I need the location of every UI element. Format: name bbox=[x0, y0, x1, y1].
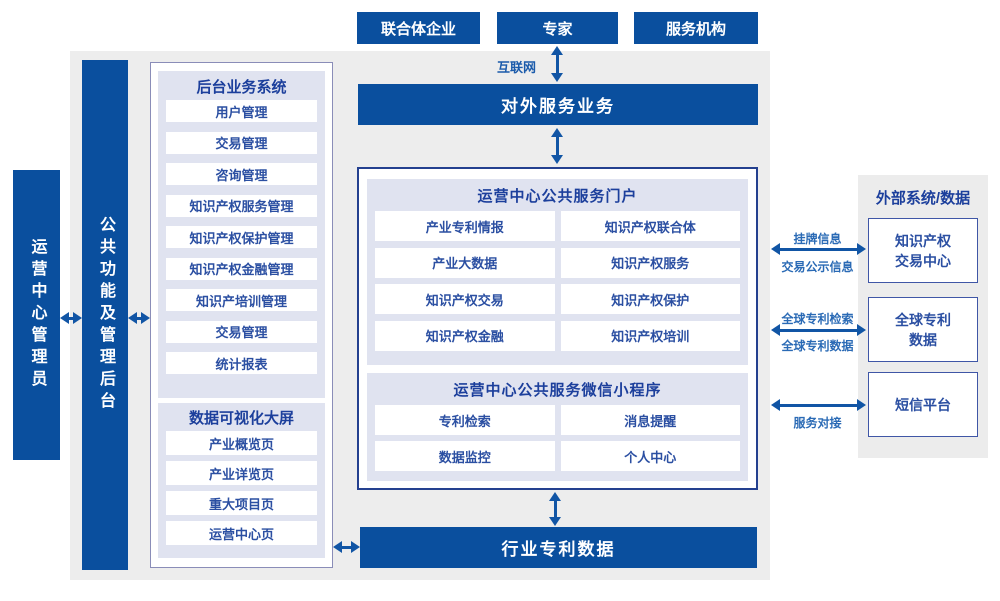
backend-item: 交易管理 bbox=[166, 131, 317, 154]
backend-item: 用户管理 bbox=[166, 100, 317, 122]
link-label-service-docking: 服务对接 bbox=[793, 416, 842, 430]
portal-item: 产业专利情报 bbox=[375, 211, 555, 241]
portal-item: 知识产权联合体 bbox=[560, 211, 740, 241]
dataviz-title: 数据可视化大屏 bbox=[188, 410, 294, 427]
dataviz-item: 产业概览页 bbox=[166, 431, 317, 455]
backend-system-section: 后台业务系统 用户管理 交易管理 咨询管理 知识产权服务管理 知识产权保护管理 … bbox=[158, 71, 325, 398]
external-box-global-patent-data: 全球专利 数据 bbox=[868, 297, 978, 362]
internet-label: 互联网 bbox=[497, 60, 537, 75]
actor-label: 服务机构 bbox=[665, 20, 726, 38]
miniprogram-title: 运营中心公共服务微信小程序 bbox=[453, 382, 662, 399]
dataviz-item: 产业详览页 bbox=[166, 461, 317, 485]
backend-item: 咨询管理 bbox=[166, 163, 317, 185]
external-box-line: 交易中心 bbox=[895, 252, 951, 269]
external-systems-title: 外部系统/数据 bbox=[875, 190, 971, 207]
backend-item: 统计报表 bbox=[166, 352, 317, 374]
portal-item: 知识产权服务 bbox=[560, 247, 740, 278]
portal-item: 知识产权金融 bbox=[375, 320, 555, 351]
left-panel: 后台业务系统 用户管理 交易管理 咨询管理 知识产权服务管理 知识产权保护管理 … bbox=[150, 62, 333, 568]
dataviz-item: 运营中心页 bbox=[166, 521, 317, 545]
miniprogram-item: 消息提醒 bbox=[560, 405, 740, 435]
external-box-line: 短信平台 bbox=[895, 396, 951, 413]
external-service-bar: 对外服务业务 bbox=[358, 84, 758, 125]
backend-item: 知识产权金融管理 bbox=[166, 257, 317, 280]
portal-item: 知识产权保护 bbox=[560, 284, 740, 314]
actor-box-service-orgs: 服务机构 bbox=[634, 12, 758, 44]
actor-label: 专家 bbox=[542, 20, 573, 38]
industry-patent-data-bar: 行业专利数据 bbox=[360, 527, 757, 568]
miniprogram-item: 个人中心 bbox=[560, 441, 740, 471]
link-label-global-patent-data: 全球专利数据 bbox=[781, 339, 854, 353]
public-function-backend-bar: 公共功能及管理后台 bbox=[82, 60, 128, 570]
backend-item: 知识产培训管理 bbox=[166, 289, 317, 311]
external-box-ip-exchange: 知识产权 交易中心 bbox=[868, 218, 978, 283]
public-function-backend-label: 公共功能及管理后台 bbox=[97, 216, 114, 414]
link-label-transaction-publicity: 交易公示信息 bbox=[781, 260, 854, 274]
portal-section: 运营中心公共服务门户 产业专利情报 知识产权联合体 产业大数据 知识产权服务 知… bbox=[367, 179, 748, 365]
actor-label: 联合体企业 bbox=[380, 20, 456, 38]
miniprogram-item: 专利检索 bbox=[375, 405, 555, 435]
backend-item: 知识产权保护管理 bbox=[166, 226, 317, 248]
link-label-listing-info: 挂牌信息 bbox=[793, 232, 842, 246]
miniprogram-section: 运营中心公共服务微信小程序 专利检索 消息提醒 数据监控 个人中心 bbox=[367, 373, 748, 481]
external-box-line: 数据 bbox=[909, 331, 937, 348]
backend-system-title: 后台业务系统 bbox=[196, 79, 287, 96]
external-box-line: 知识产权 bbox=[895, 232, 951, 249]
miniprogram-item: 数据监控 bbox=[375, 441, 555, 471]
external-systems-panel: 外部系统/数据 知识产权 交易中心 全球专利 数据 短信平台 bbox=[858, 175, 988, 458]
backend-item: 知识产权服务管理 bbox=[166, 194, 317, 217]
external-box-line: 全球专利 bbox=[895, 311, 951, 328]
industry-patent-data-label: 行业专利数据 bbox=[501, 540, 616, 559]
portal-title: 运营中心公共服务门户 bbox=[477, 188, 638, 205]
portal-item: 知识产权培训 bbox=[560, 320, 740, 351]
portal-item: 产业大数据 bbox=[375, 247, 555, 278]
backend-item: 交易管理 bbox=[166, 320, 317, 343]
center-panel: 运营中心公共服务门户 产业专利情报 知识产权联合体 产业大数据 知识产权服务 知… bbox=[357, 167, 758, 490]
link-label-global-patent-search: 全球专利检索 bbox=[781, 312, 854, 326]
external-box-sms-platform: 短信平台 bbox=[868, 372, 978, 437]
external-service-label: 对外服务业务 bbox=[501, 97, 615, 116]
portal-item: 知识产权交易 bbox=[375, 284, 555, 314]
operations-admin-bar: 运营中心管理员 bbox=[13, 170, 60, 460]
dataviz-section: 数据可视化大屏 产业概览页 产业详览页 重大项目页 运营中心页 bbox=[158, 403, 325, 558]
dataviz-item: 重大项目页 bbox=[166, 491, 317, 515]
actor-box-consortium: 联合体企业 bbox=[357, 12, 480, 44]
operations-admin-label: 运营中心管理员 bbox=[28, 238, 46, 392]
actor-box-experts: 专家 bbox=[497, 12, 618, 44]
